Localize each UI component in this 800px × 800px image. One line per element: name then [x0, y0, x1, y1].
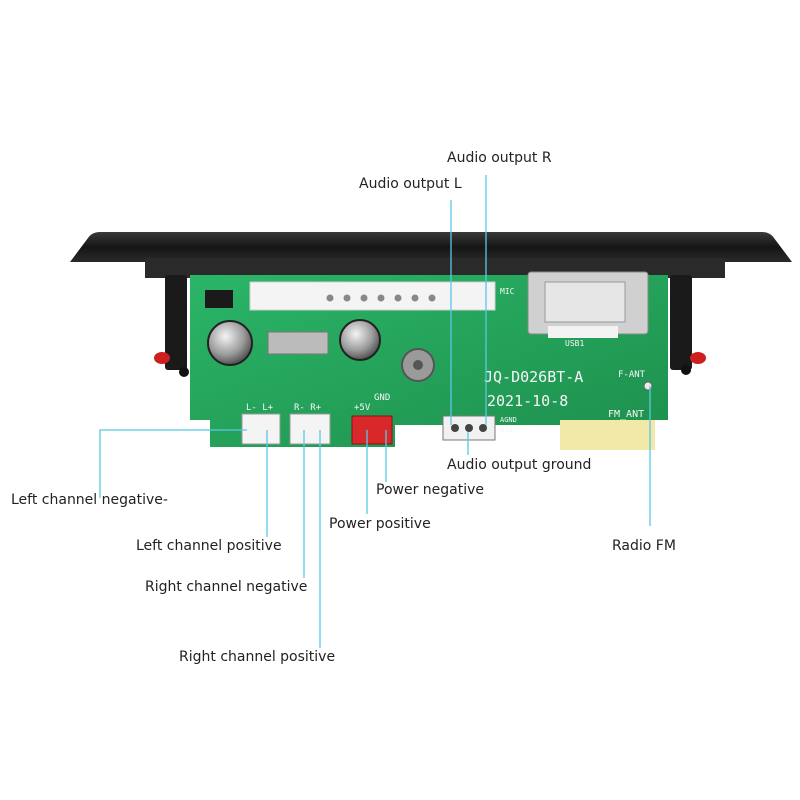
silk-power: +5V	[354, 403, 371, 413]
ir-receiver	[205, 290, 233, 308]
label-right-channel-negative: Right channel negative	[145, 579, 308, 595]
board-model-text: JQ-D026BT-A	[484, 368, 583, 386]
silk-rin: RIN	[500, 426, 513, 434]
audio-output-pins	[451, 424, 487, 432]
small-pad-row	[548, 326, 618, 338]
silk-fm-ant: FM_ANT	[608, 409, 644, 420]
mount-post-left	[165, 275, 187, 370]
red-foot-right	[690, 352, 706, 364]
leader-left-channel-negative	[99, 429, 247, 498]
capacitor-2	[339, 319, 381, 361]
silk-usb: USB1	[565, 339, 584, 348]
screw-right	[681, 365, 691, 375]
audio-chip	[267, 331, 329, 355]
mount-post-right	[670, 275, 692, 370]
right-speaker-connector	[289, 413, 331, 445]
bluetooth-module	[560, 420, 655, 450]
leader-lines	[99, 175, 651, 648]
silk-left-channel: L- L+	[246, 403, 274, 413]
usb-port-inner	[544, 281, 626, 323]
fm-antenna-pad	[643, 381, 653, 391]
left-speaker-connector	[241, 413, 281, 445]
label-left-channel-negative: Left channel negative-	[11, 492, 168, 508]
silk-mic: MIC	[500, 287, 515, 296]
capacitor-1	[207, 320, 253, 366]
silk-gnd: GND	[374, 393, 390, 403]
front-bezel	[70, 232, 792, 262]
silk-f-ant: F-ANT	[618, 370, 646, 380]
silk-agnd: AGND	[500, 416, 517, 424]
label-radio-fm: Radio FM	[612, 538, 676, 554]
label-right-channel-positive: Right channel positive	[179, 649, 336, 665]
label-left-channel-positive: Left channel positive	[136, 538, 282, 554]
silk-right-channel: R- R+	[294, 403, 322, 413]
buzzer-center	[413, 360, 423, 370]
connector-pins	[326, 294, 436, 302]
red-foot-left	[154, 352, 170, 364]
label-audio-output-l: Audio output L	[359, 176, 462, 192]
display-connector	[249, 281, 496, 311]
label-power-negative: Power negative	[376, 482, 485, 498]
screw-left	[179, 367, 189, 377]
label-audio-output-r: Audio output R	[447, 150, 552, 166]
power-connector	[351, 415, 393, 445]
label-audio-output-ground: Audio output ground	[447, 457, 592, 473]
board-date-text: 2021-10-8	[487, 392, 568, 410]
label-power-positive: Power positive	[329, 516, 431, 532]
